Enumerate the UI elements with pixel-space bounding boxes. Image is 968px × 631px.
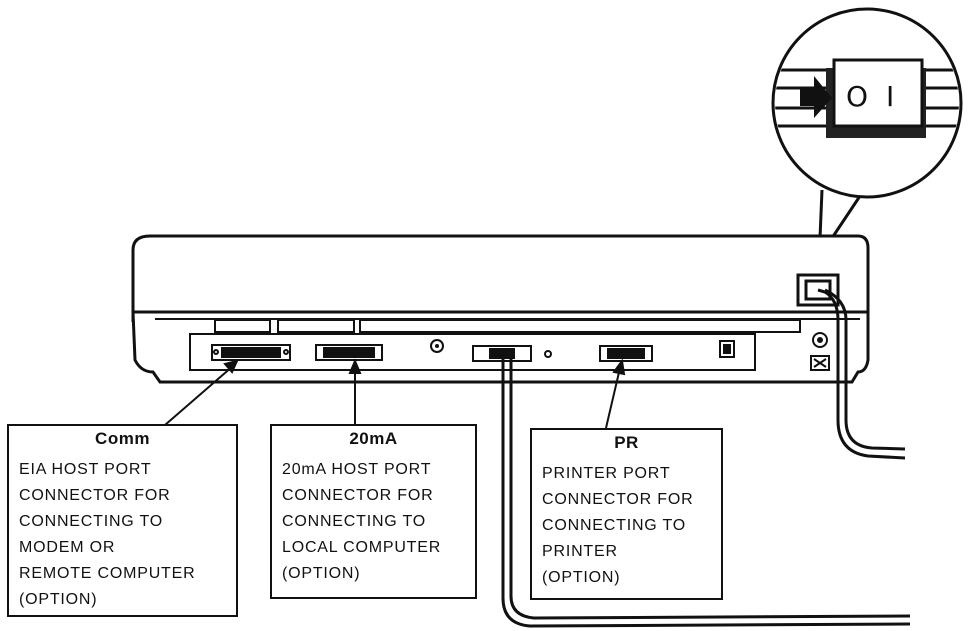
callout-line: CONNECTING TO	[542, 517, 687, 534]
callout-line: REMOTE COMPUTER	[19, 565, 196, 582]
voltage-selector	[810, 355, 830, 371]
callout-line: MODEM OR	[19, 539, 116, 556]
callout-line: PRINTER	[542, 543, 618, 560]
callout-line: CONNECTOR FOR	[542, 491, 694, 508]
comm-callout: Comm EIA HOST PORT CONNECTOR FOR CONNECT…	[7, 424, 238, 617]
power-switch-detail	[775, 58, 959, 150]
power-cable	[817, 288, 906, 460]
20ma-callout: 20mA 20mA HOST PORT CONNECTOR FOR CONNEC…	[270, 424, 477, 599]
callout-line: PRINTER PORT	[542, 465, 671, 482]
callout-title: PR	[614, 433, 639, 452]
callout-line: EIA HOST PORT	[19, 461, 152, 478]
aux-jack	[719, 340, 735, 358]
pr-connector	[599, 345, 653, 362]
switch-on-symbol: I	[886, 80, 894, 113]
callout-line: CONNECTING TO	[282, 513, 427, 530]
switch-off-symbol: O	[846, 80, 868, 113]
comm-connector	[211, 344, 291, 361]
callout-title: 20mA	[349, 429, 398, 448]
callout-line: 20mA HOST PORT	[282, 461, 432, 478]
callout-line: (OPTION)	[282, 565, 361, 582]
callout-line: (OPTION)	[542, 569, 621, 586]
callout-line: CONNECTOR FOR	[282, 487, 434, 504]
20ma-connector	[315, 344, 383, 361]
callout-line: LOCAL COMPUTER	[282, 539, 442, 556]
callout-title: Comm	[95, 429, 150, 448]
power-switch-magnifier	[771, 7, 963, 239]
arrow-icon	[800, 76, 832, 118]
callout-line: CONNECTING TO	[19, 513, 164, 530]
pr-callout: PR PRINTER PORT CONNECTOR FOR CONNECTING…	[530, 428, 723, 600]
leader-lines	[164, 358, 626, 429]
callout-line: CONNECTOR FOR	[19, 487, 171, 504]
callout-line: (OPTION)	[19, 591, 98, 608]
video-cable	[501, 358, 911, 628]
